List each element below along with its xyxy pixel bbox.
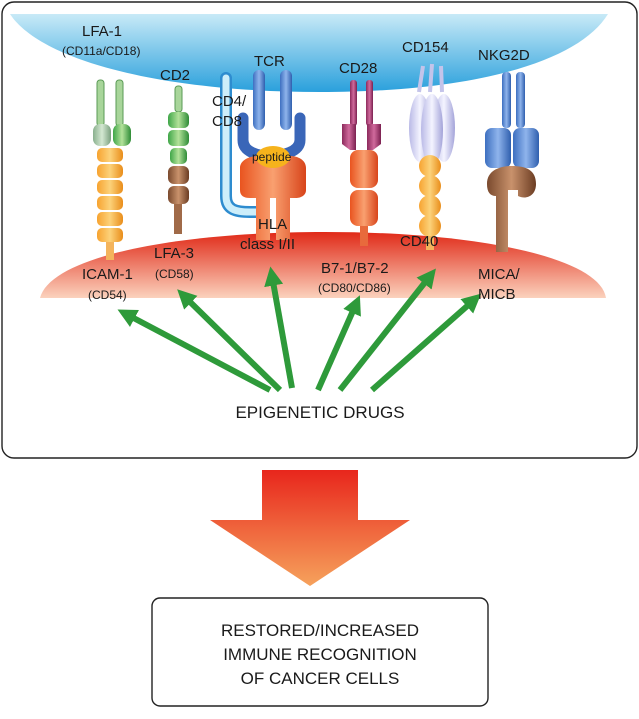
label-icam1-sub: (CD54) [88,288,127,302]
label-epigenetic-drugs: EPIGENETIC DRUGS [235,403,404,422]
label-mica: MICA/ [478,266,521,283]
b7-ligand [350,150,378,246]
icam1-ligand [97,148,123,260]
peptide-ellipse [256,146,290,168]
label-cd8: CD8 [212,113,242,130]
label-tcr: TCR [254,53,285,70]
cd4-cd8-coreceptor [220,72,262,218]
tumor-cell-membrane [40,232,606,298]
label-cd4: CD4/ [212,93,247,110]
label-cd2: CD2 [160,67,190,84]
cd154-receptor [409,63,455,166]
down-arrow [210,470,410,586]
hla-molecule [240,146,306,240]
top-panel [1,1,638,459]
lfa1-receptor [93,79,131,146]
label-lfa1: LFA-1 [82,23,122,40]
outcome-line-3: OF CANCER CELLS [241,669,400,688]
lfa3-ligand [168,166,189,234]
cd2-receptor [168,85,189,164]
cd28-receptor [342,80,381,150]
outcome-line-1: RESTORED/INCREASED [221,621,419,640]
label-hla-2: class I/II [240,236,295,253]
label-peptide: peptide [252,150,292,164]
cd40-ligand [419,155,441,250]
label-b7-sub: (CD80/CD86) [318,281,391,295]
label-hla-1: HLA [258,216,287,233]
outcome-box [151,597,489,707]
label-cd154: CD154 [402,39,449,56]
t-cell-membrane [10,14,608,92]
label-b7: B7-1/B7-2 [321,260,389,277]
label-icam1: ICAM-1 [82,266,133,283]
outcome-line-2: IMMUNE RECOGNITION [223,645,417,664]
label-cd28: CD28 [339,60,377,77]
label-micb: MICB [478,286,516,303]
label-nkg2d: NKG2D [478,47,530,64]
label-lfa1-sub: (CD11a/CD18) [62,44,140,58]
mica-micb-ligand [487,166,536,252]
label-cd40: CD40 [400,233,438,250]
label-lfa3-sub: (CD58) [155,267,194,281]
nkg2d-receptor [485,72,539,168]
label-lfa3: LFA-3 [154,245,194,262]
drug-arrows [117,266,482,393]
